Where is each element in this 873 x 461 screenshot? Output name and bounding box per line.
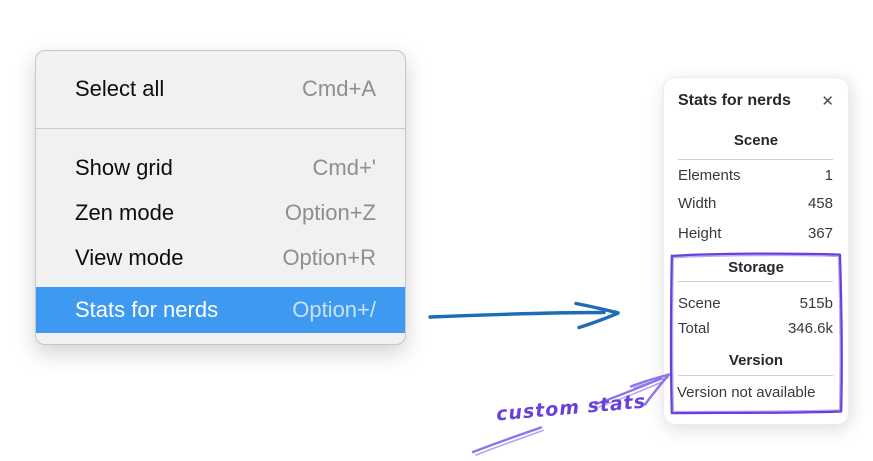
menu-item-shortcut: Cmd+A <box>302 76 376 101</box>
stat-value: 1 <box>824 167 833 184</box>
stat-label: Elements <box>678 167 741 184</box>
stat-label: Width <box>678 195 717 212</box>
menu-item-select-all[interactable]: Select all Cmd+A <box>36 67 405 111</box>
stat-row-total-storage: Total 346.6k <box>678 319 833 339</box>
section-heading-version: Version <box>728 352 784 369</box>
menu-item-zen-mode[interactable]: Zen mode Option+Z <box>36 191 405 235</box>
menu-item-show-grid[interactable]: Show grid Cmd+' <box>36 146 405 190</box>
annotation-label: custom stats <box>495 390 647 426</box>
stat-row-scene-storage: Scene 515b <box>678 294 833 314</box>
menu-item-label: Zen mode <box>75 200 175 225</box>
menu-item-label: Show grid <box>75 155 173 180</box>
close-icon: ✕ <box>821 92 834 110</box>
stat-row-elements: Elements 1 <box>678 166 833 186</box>
flow-arrow <box>428 301 620 330</box>
stats-panel-title: Stats for nerds <box>678 92 791 109</box>
section-divider <box>678 159 833 160</box>
menu-item-label: View mode <box>75 245 184 270</box>
menu-item-shortcut: Option+/ <box>292 297 376 322</box>
stat-value: 346.6k <box>787 320 833 337</box>
menu-item-shortcut: Option+R <box>282 245 376 270</box>
context-menu: Select all Cmd+A Show grid Cmd+' Zen mod… <box>35 50 406 345</box>
version-note: Version not available <box>677 384 816 401</box>
section-divider <box>678 375 833 376</box>
stat-label: Total <box>678 320 710 337</box>
menu-item-label: Stats for nerds <box>75 297 219 322</box>
stat-row-width: Width 458 <box>678 194 833 214</box>
stats-panel: Stats for nerds ✕ Scene Elements 1 Width… <box>663 77 849 425</box>
stat-label: Scene <box>678 295 721 312</box>
stat-value: 515b <box>799 295 833 312</box>
menu-item-stats-for-nerds[interactable]: Stats for nerds Option+/ <box>36 287 405 333</box>
menu-item-shortcut: Cmd+' <box>312 155 377 180</box>
menu-item-shortcut: Option+Z <box>284 200 376 225</box>
close-button[interactable]: ✕ <box>819 92 836 111</box>
section-heading-scene: Scene <box>733 132 779 149</box>
menu-item-view-mode[interactable]: View mode Option+R <box>36 236 405 280</box>
stats-panel-header: Stats for nerds ✕ <box>678 89 836 113</box>
menu-divider <box>36 128 405 129</box>
stat-row-height: Height 367 <box>678 224 833 244</box>
stat-label: Height <box>678 225 722 242</box>
stat-value: 367 <box>807 225 833 242</box>
section-divider <box>678 281 833 282</box>
section-heading-storage: Storage <box>728 259 784 276</box>
stat-value: 458 <box>807 195 833 212</box>
menu-item-label: Select all <box>75 76 165 101</box>
